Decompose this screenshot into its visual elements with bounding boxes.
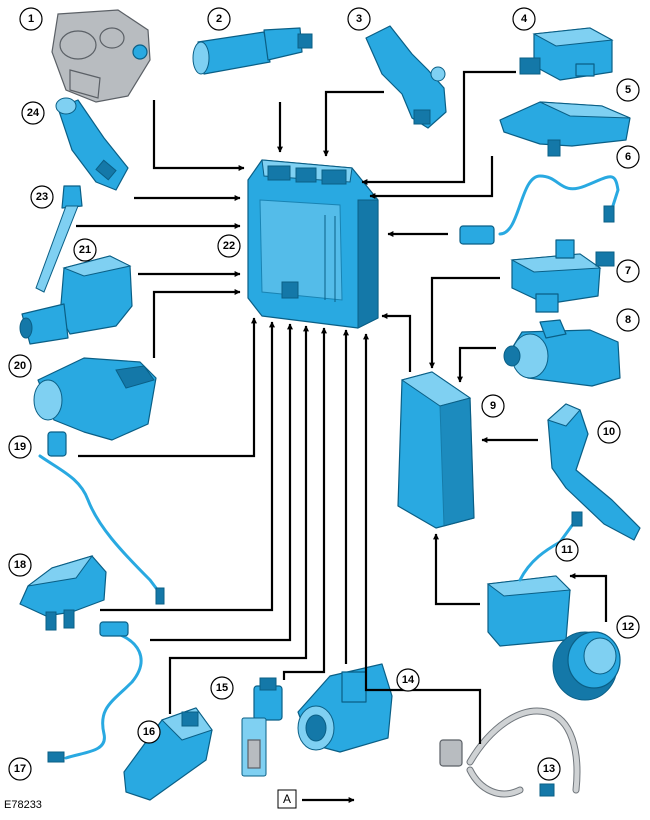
component-19-sensor-harness (38, 431, 165, 605)
svg-text:9: 9 (490, 400, 496, 412)
component-22-engine-control-module (247, 159, 379, 329)
callout-9: 9 (481, 394, 505, 418)
callout-1: 1 (19, 7, 43, 31)
callout-6: 6 (616, 145, 640, 169)
svg-text:7: 7 (625, 265, 631, 277)
connector-12 (569, 573, 608, 622)
connector-17 (150, 323, 293, 642)
connector-18 (100, 321, 275, 612)
connector-4 (361, 70, 516, 185)
callout-5: 5 (616, 78, 640, 102)
component-11-switch (486, 511, 583, 647)
svg-text:3: 3 (356, 13, 362, 25)
callout-13: 13 (537, 757, 561, 781)
svg-text:4: 4 (521, 13, 528, 25)
svg-text:24: 24 (27, 107, 40, 119)
component-20-sensor (33, 357, 157, 441)
callout-17: 17 (8, 757, 32, 781)
component-21-sensor (19, 255, 133, 345)
component-14-component (297, 663, 393, 753)
component-16-sensor (123, 707, 213, 801)
component-13-harness (439, 707, 581, 798)
svg-text:15: 15 (216, 682, 228, 694)
component-17-sensor-harness (47, 621, 143, 763)
svg-text:1: 1 (28, 13, 34, 25)
component-1-valve (51, 9, 151, 103)
legend-key-label: A (283, 792, 291, 806)
callout-20: 20 (8, 354, 32, 378)
connector-5 (369, 156, 494, 199)
callout-labels: 1 2 3 4 5 6 7 8 9 10 11 12 13 14 15 16 1… (8, 7, 640, 781)
callout-2: 2 (207, 7, 231, 31)
callout-3: 3 (347, 7, 371, 31)
callout-24: 24 (21, 101, 45, 125)
component-7-solenoid (510, 239, 615, 313)
component-4-solenoid (519, 27, 614, 81)
svg-text:11: 11 (561, 544, 573, 556)
callout-16: 16 (137, 720, 161, 744)
component-8-actuator (503, 319, 621, 387)
connector-16 (168, 325, 309, 714)
callout-14: 14 (396, 668, 420, 692)
svg-text:23: 23 (36, 191, 48, 203)
connector-11 (433, 533, 480, 606)
svg-text:20: 20 (14, 360, 26, 372)
connector-20 (152, 289, 241, 358)
callout-7: 7 (616, 259, 640, 283)
component-18-sensor (19, 555, 107, 631)
connector-19 (78, 317, 257, 458)
component-3-sensor (365, 25, 447, 129)
connector-1 (152, 100, 245, 171)
svg-text:19: 19 (14, 441, 26, 453)
connector-3 (323, 90, 384, 157)
component-12-button (552, 631, 621, 701)
connector-9 (381, 313, 412, 372)
component-9-control-module (397, 371, 475, 529)
connection-lines (76, 70, 608, 803)
svg-text:5: 5 (625, 84, 631, 96)
svg-text:14: 14 (402, 674, 415, 686)
callout-10: 10 (597, 420, 621, 444)
component-23-probe (35, 185, 83, 293)
svg-text:8: 8 (625, 314, 631, 326)
callout-21: 21 (73, 238, 97, 262)
callout-12: 12 (616, 615, 640, 639)
svg-text:6: 6 (625, 151, 631, 163)
component-15-sensor (241, 677, 283, 777)
connector-8 (457, 346, 496, 383)
connector-15 (282, 327, 327, 680)
connector-13 (363, 333, 482, 744)
svg-text:21: 21 (79, 244, 91, 256)
component-24-sensor (55, 97, 129, 191)
callout-18: 18 (8, 553, 32, 577)
callout-11: 11 (555, 538, 579, 562)
svg-text:16: 16 (143, 726, 155, 738)
component-2-sensor (192, 27, 313, 75)
svg-text:13: 13 (543, 763, 555, 775)
callout-22: 22 (217, 234, 241, 258)
component-10-accelerator-pedal (547, 403, 641, 541)
connector-7 (429, 276, 500, 369)
callout-4: 4 (512, 7, 536, 31)
component-6-sensor-harness (459, 174, 620, 245)
svg-text:12: 12 (622, 621, 634, 633)
svg-text:22: 22 (223, 240, 235, 252)
callout-8: 8 (616, 308, 640, 332)
callout-23: 23 (30, 185, 54, 209)
svg-text:18: 18 (14, 559, 26, 571)
svg-text:17: 17 (14, 763, 26, 775)
callout-15: 15 (210, 676, 234, 700)
figure-reference-code: E78233 (4, 799, 42, 811)
svg-text:2: 2 (216, 13, 222, 25)
legend-key: A (277, 789, 297, 809)
callout-19: 19 (8, 435, 32, 459)
component-5-sensor (499, 101, 631, 157)
svg-text:10: 10 (603, 426, 615, 438)
